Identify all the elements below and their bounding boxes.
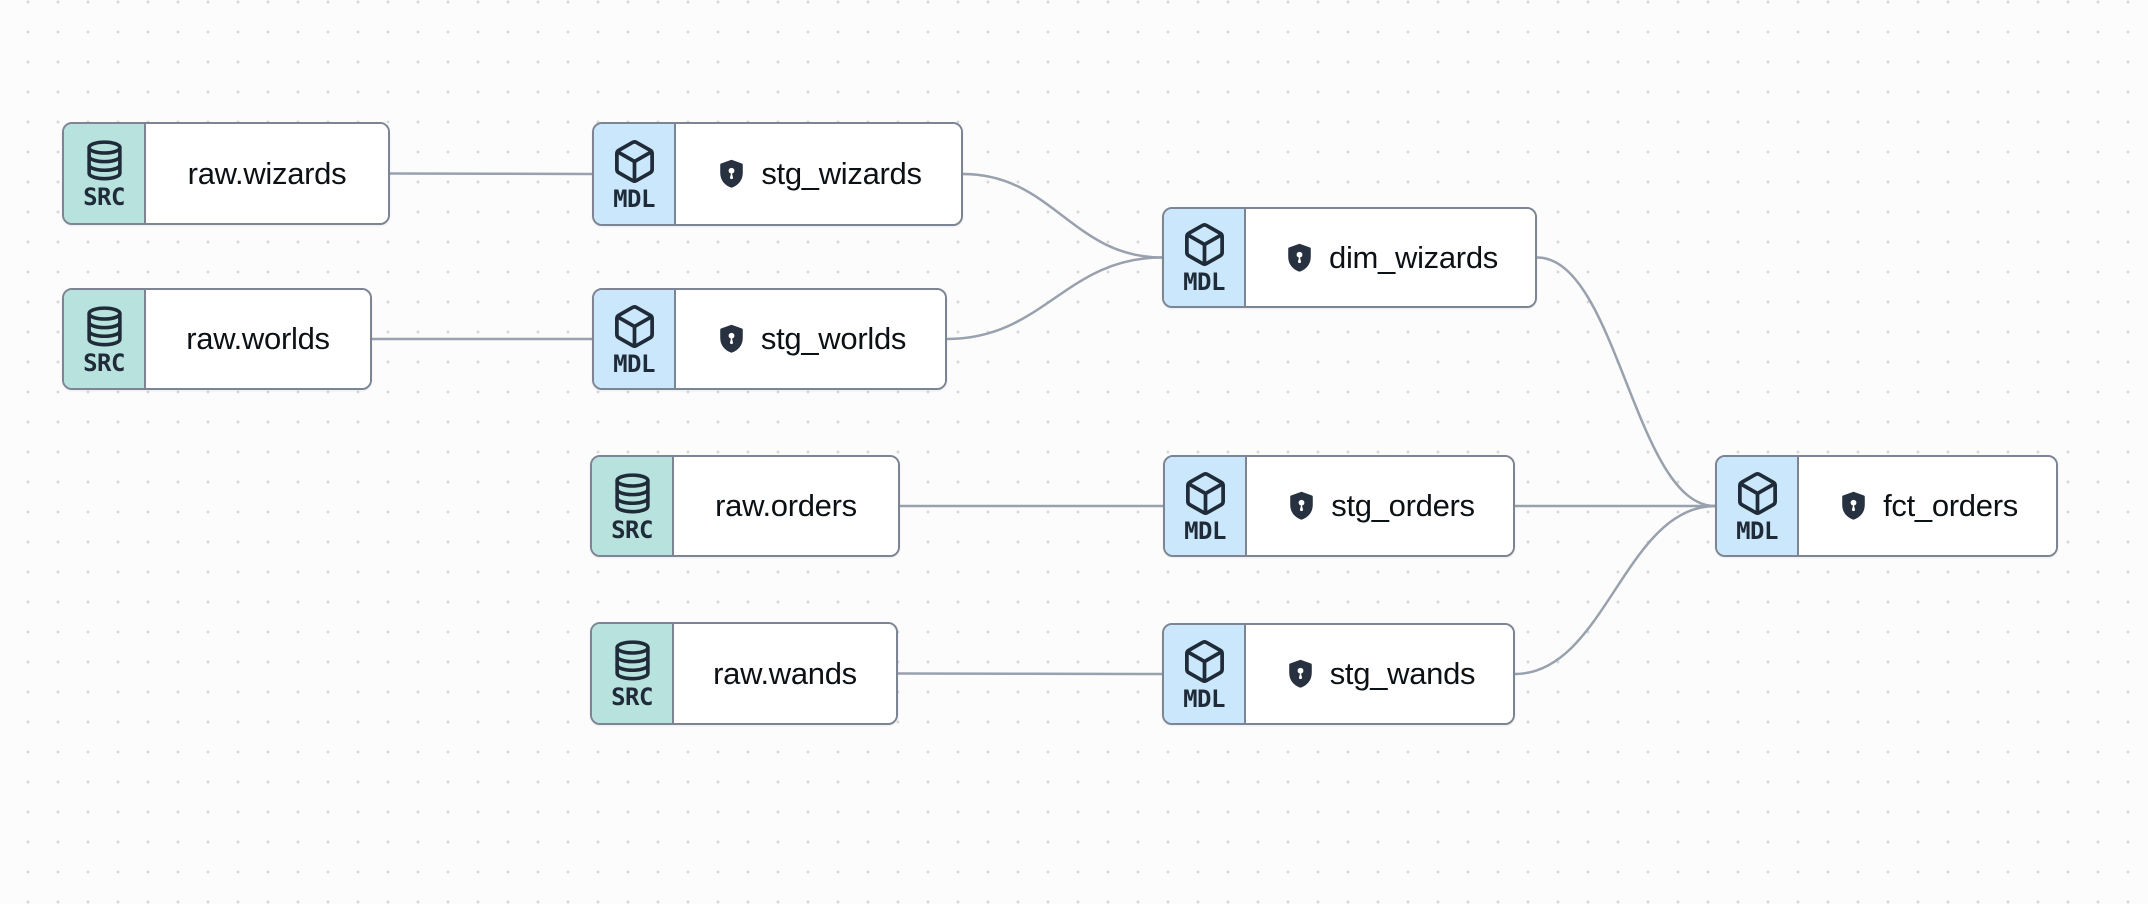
node-title: raw.worlds bbox=[186, 321, 330, 356]
node-title: stg_orders bbox=[1331, 488, 1475, 523]
node-type-badge: MDL bbox=[1183, 268, 1225, 297]
node-type-panel: MDL bbox=[1164, 625, 1246, 723]
node-raw-orders[interactable]: SRC raw.orders bbox=[590, 455, 900, 557]
cube-icon bbox=[1181, 638, 1228, 685]
node-title: dim_wizards bbox=[1329, 239, 1498, 275]
database-icon bbox=[610, 471, 655, 516]
edge-raw-wands-to-stg-wands bbox=[896, 672, 1164, 676]
node-body: raw.wizards bbox=[146, 124, 388, 223]
node-type-badge: MDL bbox=[1736, 516, 1778, 545]
node-type-panel: SRC bbox=[64, 124, 146, 223]
node-type-badge: MDL bbox=[1184, 516, 1226, 545]
database-icon bbox=[610, 638, 655, 683]
node-body: stg_worlds bbox=[676, 290, 945, 388]
node-type-badge: SRC bbox=[611, 683, 653, 712]
node-type-panel: MDL bbox=[1717, 457, 1799, 555]
node-body: raw.worlds bbox=[146, 290, 370, 388]
edge-dim-wizards-to-fct-orders bbox=[1535, 256, 1717, 508]
shield-lock-icon bbox=[1285, 488, 1318, 524]
node-type-panel: SRC bbox=[592, 624, 674, 723]
shield-lock-icon bbox=[715, 156, 748, 192]
node-stg-wizards[interactable]: MDL stg_wizards bbox=[592, 122, 963, 226]
node-type-badge: SRC bbox=[83, 348, 125, 377]
edge-raw-wizards-to-stg-wizards bbox=[388, 172, 594, 176]
node-type-panel: SRC bbox=[64, 290, 146, 388]
shield-lock-icon bbox=[1284, 656, 1317, 692]
database-icon bbox=[82, 138, 127, 183]
edge-stg-worlds-to-dim-wizards bbox=[945, 256, 1164, 341]
node-type-badge: SRC bbox=[83, 183, 125, 212]
node-type-badge: MDL bbox=[1183, 684, 1225, 713]
node-type-badge: MDL bbox=[613, 349, 655, 378]
cube-icon bbox=[1734, 470, 1781, 517]
node-type-panel: MDL bbox=[594, 290, 676, 388]
node-type-badge: MDL bbox=[613, 184, 655, 213]
node-type-panel: MDL bbox=[1165, 457, 1247, 555]
shield-lock-icon bbox=[715, 321, 748, 357]
node-title: raw.wands bbox=[713, 655, 857, 691]
node-body: stg_orders bbox=[1247, 457, 1513, 555]
node-body: stg_wizards bbox=[676, 124, 961, 224]
node-raw-wands[interactable]: SRC raw.wands bbox=[590, 622, 898, 725]
node-type-badge: SRC bbox=[611, 515, 653, 544]
node-title: stg_worlds bbox=[760, 321, 907, 356]
node-type-panel: SRC bbox=[592, 457, 674, 555]
node-title: fct_orders bbox=[1883, 488, 2018, 523]
node-body: stg_wands bbox=[1246, 625, 1513, 723]
node-body: fct_orders bbox=[1799, 457, 2056, 555]
node-type-panel: MDL bbox=[1164, 209, 1246, 306]
shield-lock-icon bbox=[1283, 240, 1316, 276]
shield-lock-icon bbox=[1837, 488, 1870, 524]
cube-icon bbox=[1182, 470, 1229, 517]
edge-stg-wands-to-fct-orders bbox=[1513, 504, 1717, 676]
edge-stg-wizards-to-dim-wizards bbox=[961, 172, 1164, 259]
cube-icon bbox=[611, 303, 658, 350]
node-raw-worlds[interactable]: SRC raw.worlds bbox=[62, 288, 372, 390]
node-stg-worlds[interactable]: MDL stg_worlds bbox=[592, 288, 947, 390]
node-title: raw.orders bbox=[715, 488, 857, 523]
node-stg-wands[interactable]: MDL stg_wands bbox=[1162, 623, 1515, 725]
database-icon bbox=[82, 304, 127, 349]
node-fct-orders[interactable]: MDL fct_orders bbox=[1715, 455, 2058, 557]
node-body: dim_wizards bbox=[1246, 209, 1535, 306]
node-title: raw.wizards bbox=[187, 155, 347, 191]
node-title: stg_wands bbox=[1329, 656, 1476, 691]
node-dim-wizards[interactable]: MDL dim_wizards bbox=[1162, 207, 1537, 308]
node-raw-wizards[interactable]: SRC raw.wizards bbox=[62, 122, 390, 225]
node-type-panel: MDL bbox=[594, 124, 676, 224]
node-title: stg_wizards bbox=[761, 156, 922, 191]
node-body: raw.orders bbox=[674, 457, 898, 555]
node-stg-orders[interactable]: MDL stg_orders bbox=[1163, 455, 1515, 557]
cube-icon bbox=[1181, 221, 1228, 268]
cube-icon bbox=[611, 138, 658, 185]
node-body: raw.wands bbox=[674, 624, 896, 723]
